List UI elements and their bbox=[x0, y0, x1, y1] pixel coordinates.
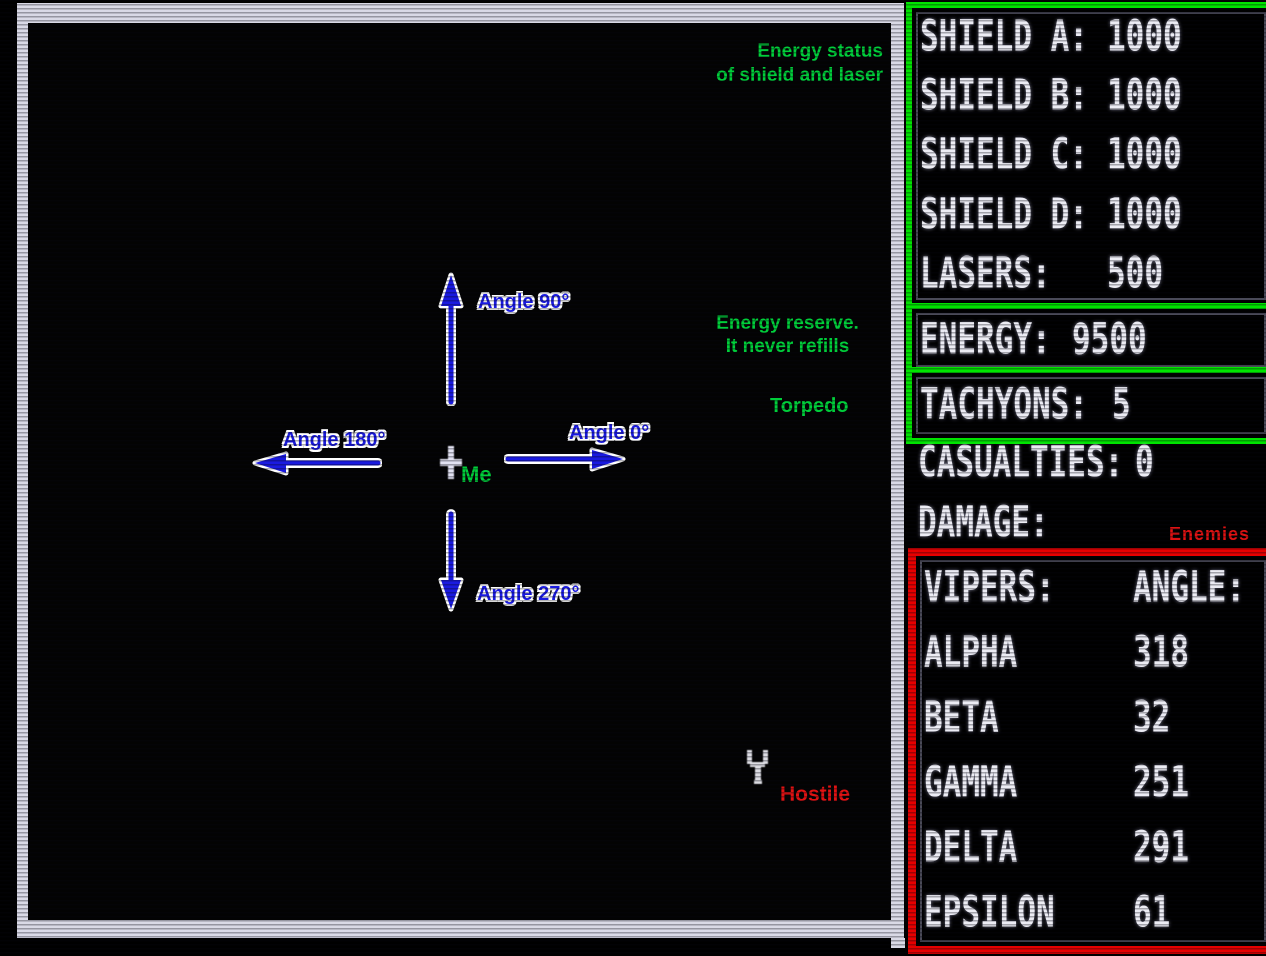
tachyons-label: TACHYONS: bbox=[920, 379, 1088, 430]
hostile-ship-icon bbox=[747, 750, 768, 784]
viper-row-alpha: ALPHA 318 bbox=[916, 631, 1266, 674]
energy-status-note: Energy status of shield and laser bbox=[683, 40, 883, 88]
radar-screen[interactable] bbox=[28, 23, 891, 920]
casualties-row: CASUALTIES: 0 bbox=[918, 433, 1262, 493]
shield-d-label: SHIELD D: bbox=[920, 189, 1088, 240]
angle-180-arrow-icon bbox=[252, 451, 382, 476]
viper-name: EPSILON bbox=[924, 887, 1055, 938]
lasers-label: LASERS: bbox=[920, 248, 1051, 299]
tachyons-box: TACHYONS: 5 bbox=[906, 367, 1266, 444]
vipers-header-angle: ANGLE: bbox=[1133, 562, 1245, 613]
energy-reserve-note: Energy reserve. It never refills bbox=[695, 312, 880, 358]
viper-angle: 291 bbox=[1133, 822, 1189, 873]
damage-row: DAMAGE: bbox=[918, 493, 1262, 553]
shield-a-row: SHIELD A: 1000 bbox=[912, 16, 1266, 59]
energy-label: ENERGY: bbox=[920, 314, 1051, 365]
player-ship-icon bbox=[440, 446, 462, 479]
shield-c-label: SHIELD C: bbox=[920, 130, 1088, 181]
hostile-label: Hostile bbox=[780, 783, 851, 806]
shield-a-label: SHIELD A: bbox=[920, 12, 1088, 62]
shield-c-row: SHIELD C: 1000 bbox=[912, 134, 1266, 177]
shield-a-value: 1000 bbox=[1107, 12, 1182, 62]
viper-angle: 251 bbox=[1133, 757, 1189, 808]
tachyons-row: TACHYONS: 5 bbox=[912, 383, 1266, 426]
energy-reserve-line1: Energy reserve. bbox=[716, 313, 859, 334]
viper-name: DELTA bbox=[924, 822, 1018, 873]
viper-row-beta: BETA 32 bbox=[916, 696, 1266, 739]
shields-status-box: SHIELD A: 1000 SHIELD B: 1000 SHIELD C: … bbox=[906, 2, 1266, 310]
tachyons-value: 5 bbox=[1112, 379, 1131, 430]
viper-row-gamma: GAMMA 251 bbox=[916, 761, 1266, 804]
energy-row: ENERGY: 9500 bbox=[912, 318, 1266, 361]
shield-d-value: 1000 bbox=[1107, 189, 1182, 240]
angle-90-label: Angle 90° bbox=[478, 291, 570, 313]
crt-frame-edge bbox=[891, 938, 905, 948]
viper-name: GAMMA bbox=[924, 757, 1018, 808]
angle-270-arrow-icon bbox=[438, 509, 464, 612]
shield-b-value: 1000 bbox=[1107, 71, 1182, 121]
angle-270-label: Angle 270° bbox=[477, 583, 580, 605]
shield-b-row: SHIELD B: 1000 bbox=[912, 75, 1266, 118]
casualties-value: 0 bbox=[1135, 437, 1154, 488]
energy-reserve-line2: It never refills bbox=[725, 336, 850, 357]
viper-row-delta: DELTA 291 bbox=[916, 826, 1266, 869]
angle-0-label: Angle 0° bbox=[569, 422, 650, 444]
energy-status-line1: Energy status bbox=[757, 41, 883, 62]
casualties-label: CASUALTIES: bbox=[918, 437, 1124, 488]
viper-angle: 32 bbox=[1133, 692, 1171, 743]
shield-d-row: SHIELD D: 1000 bbox=[912, 193, 1266, 236]
viper-name: ALPHA bbox=[924, 627, 1018, 678]
energy-value: 9500 bbox=[1072, 314, 1147, 365]
energy-status-line2: of shield and laser bbox=[716, 65, 883, 86]
enemies-note: Enemies bbox=[1168, 524, 1250, 544]
viper-row-epsilon: EPSILON 61 bbox=[916, 891, 1266, 934]
vipers-header-name: VIPERS: bbox=[924, 562, 1055, 613]
shield-c-value: 1000 bbox=[1107, 130, 1182, 181]
shield-b-label: SHIELD B: bbox=[920, 71, 1088, 121]
vipers-table: VIPERS: ANGLE: ALPHA 318 BETA 32 GAMMA 2… bbox=[908, 548, 1266, 954]
vipers-header-row: VIPERS: ANGLE: bbox=[916, 566, 1266, 609]
radar-frame bbox=[17, 3, 904, 938]
angle-90-arrow-icon bbox=[438, 272, 464, 406]
torpedo-note: Torpedo bbox=[770, 395, 849, 417]
angle-180-label: Angle 180° bbox=[283, 429, 386, 451]
energy-box: ENERGY: 9500 bbox=[906, 303, 1266, 377]
viper-angle: 61 bbox=[1133, 887, 1171, 938]
me-label: Me bbox=[461, 462, 492, 487]
angle-0-arrow-icon bbox=[504, 447, 626, 472]
viper-angle: 318 bbox=[1133, 627, 1189, 678]
damage-label: DAMAGE: bbox=[918, 497, 1049, 548]
lasers-row: LASERS: 500 bbox=[912, 252, 1266, 295]
viper-name: BETA bbox=[924, 692, 999, 743]
lasers-value: 500 bbox=[1107, 248, 1163, 299]
